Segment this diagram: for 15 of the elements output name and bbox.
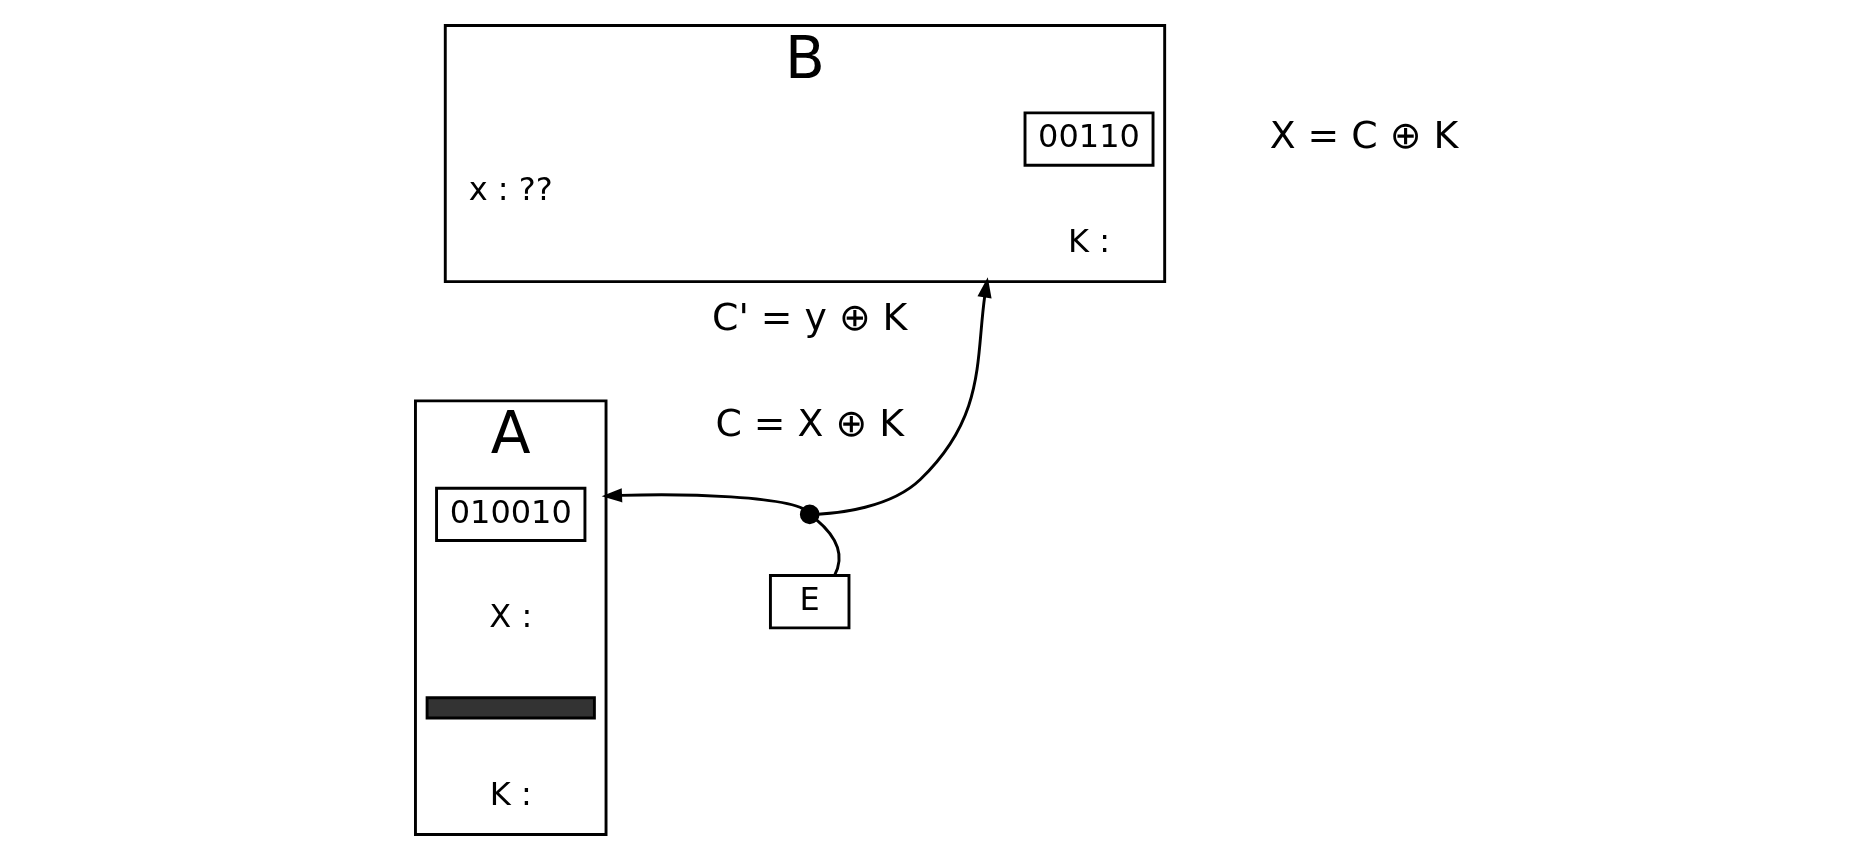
label: K : [1067,221,1110,260]
label: K : [489,774,532,813]
node-bar [425,696,596,720]
arrow [601,488,803,510]
label: C = X ⊕ K [714,401,904,446]
node-box: E [768,574,850,630]
node-box: 010010 [434,486,586,542]
connector [814,518,841,576]
label: C' = y ⊕ K [711,295,907,340]
node-box: 00110 [1023,111,1154,167]
arrow [817,277,992,516]
node-label: X = C ⊕ K [1269,113,1458,158]
label: x : ?? [468,169,553,208]
node-circle [799,504,820,525]
label: X : [488,597,532,636]
